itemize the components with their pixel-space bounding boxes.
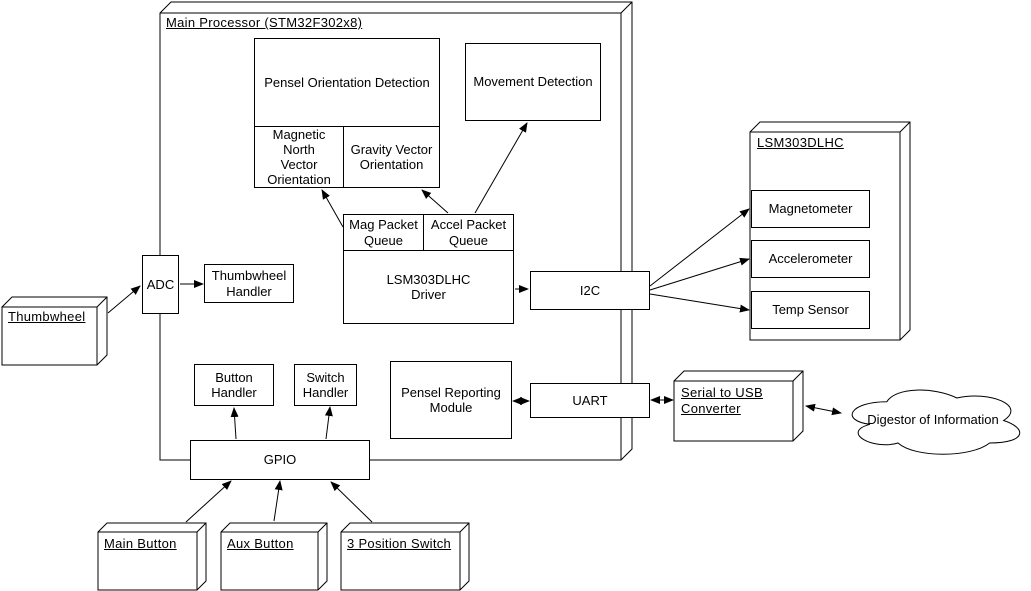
label-line: ADC: [146, 276, 175, 292]
label-line: Switch: [306, 369, 345, 385]
label-line: Mag Packet: [349, 217, 418, 233]
arrow-magqueue-to-magnetic-north: [321, 189, 344, 228]
arrow-main-button-to-gpio: [185, 480, 232, 523]
serial-usb-title: Serial to USB Converter: [681, 385, 763, 416]
position-switch-title: 3 Position Switch: [347, 536, 451, 552]
arrow-i2c-to-magnetometer: [649, 208, 750, 287]
label-line: Main Processor (STM32F302x8): [166, 15, 363, 30]
aux-button-cube-outline: [220, 522, 328, 591]
label-line: Thumbwheel: [211, 268, 287, 284]
node-mag-packet-queue: Mag Packet Queue: [343, 214, 424, 251]
label-line: Driver: [411, 287, 446, 302]
node-accel-packet-queue: Accel Packet Queue: [423, 214, 514, 251]
label-line: Handler: [211, 385, 257, 400]
label-line: Aux Button: [227, 536, 294, 551]
node-thumbwheel-handler: Thumbwheel Handler: [204, 264, 294, 303]
label-line: Pensel Orientation Detection: [264, 74, 430, 90]
main-processor-title: Main Processor (STM32F302x8): [166, 15, 362, 31]
label-line: Digestor of Information: [867, 412, 999, 427]
cloud-digestor-label: Digestor of Information: [848, 412, 1018, 427]
arrow-aux-button-to-gpio: [273, 480, 283, 522]
main-button-cube-outline: [97, 522, 207, 591]
node-movement-detection: Movement Detection: [465, 43, 601, 121]
arrow-position-switch-to-gpio: [330, 481, 373, 523]
node-lsm303dlhc-driver: LSM303DLHC Driver: [343, 250, 514, 324]
label-line: GPIO: [263, 452, 297, 468]
node-magnetic-north-vector-orientation: Magnetic North Vector Orientation: [254, 126, 344, 188]
label-line: Converter: [681, 400, 741, 416]
arrow-i2c-to-temp-sensor: [649, 293, 750, 313]
node-button-handler: Button Handler: [194, 364, 274, 406]
label-line: Queue: [363, 232, 404, 248]
serial-usb-cube-outline: [673, 370, 804, 442]
node-pensel-reporting-module: Pensel Reporting Module: [390, 361, 512, 439]
node-i2c: I2C: [530, 271, 650, 310]
node-gpio: GPIO: [190, 440, 370, 480]
node-gravity-vector-orientation: Gravity Vector Orientation: [343, 126, 440, 188]
label-line: Orientation: [359, 157, 424, 172]
arrow-accelqueue-to-gravity: [421, 189, 449, 214]
main-button-title: Main Button: [104, 536, 177, 552]
arrow-i2c-to-accelerometer: [649, 257, 750, 291]
arrow-serial-cloud: [805, 403, 842, 416]
label-line: I2C: [579, 282, 601, 298]
node-magnetometer: Magnetometer: [751, 190, 870, 228]
node-adc: ADC: [142, 255, 179, 314]
lsm303dlhc-cube-outline: [749, 121, 911, 341]
label-line: LSM303DLHC: [386, 271, 471, 287]
label-line: Gravity Vector: [350, 141, 433, 157]
label-line: Accelerometer: [768, 251, 853, 267]
arrow-thumbwheel-to-adc: [107, 285, 141, 314]
label-line: Thumbwheel: [8, 309, 86, 324]
label-line: Temp Sensor: [772, 302, 849, 318]
label-line: Main Button: [104, 536, 177, 551]
position-switch-cube-outline: [340, 522, 470, 591]
label-line: Magnetic North: [272, 126, 326, 157]
label-line: Handler: [226, 283, 272, 299]
label-line: Queue: [448, 232, 489, 248]
label-line: Handler: [302, 385, 349, 400]
label-line: Module: [429, 400, 473, 415]
aux-button-title: Aux Button: [227, 536, 294, 552]
node-pensel-orientation-detection: Pensel Orientation Detection: [254, 38, 440, 127]
node-temp-sensor: Temp Sensor: [751, 291, 870, 329]
label-line: Vector: [280, 157, 318, 172]
node-switch-handler: Switch Handler: [294, 364, 357, 406]
cloud-shape: [851, 389, 1021, 455]
node-uart: UART: [530, 383, 650, 418]
arrow-gpio-to-button-handler: [230, 407, 239, 440]
label-line: Accel Packet: [430, 217, 507, 233]
thumbwheel-cube-outline: [1, 296, 108, 366]
label-line: Movement Detection: [473, 74, 593, 90]
label-line: LSM303DLHC: [757, 135, 844, 150]
label-line: Button: [215, 369, 253, 385]
label-line: 3 Position Switch: [347, 536, 452, 551]
lsm303dlhc-title: LSM303DLHC: [757, 135, 844, 151]
arrow-accelqueue-to-movement: [474, 122, 528, 214]
label-line: Pensel Reporting: [401, 384, 501, 400]
arrow-gpio-to-switch-handler: [324, 406, 333, 440]
thumbwheel-title: Thumbwheel: [8, 309, 85, 325]
label-line: Orientation: [267, 172, 331, 188]
label-line: Magnetometer: [768, 201, 853, 217]
node-accelerometer: Accelerometer: [751, 240, 870, 278]
label-line: UART: [572, 392, 608, 408]
label-line: Serial to USB: [681, 385, 763, 400]
